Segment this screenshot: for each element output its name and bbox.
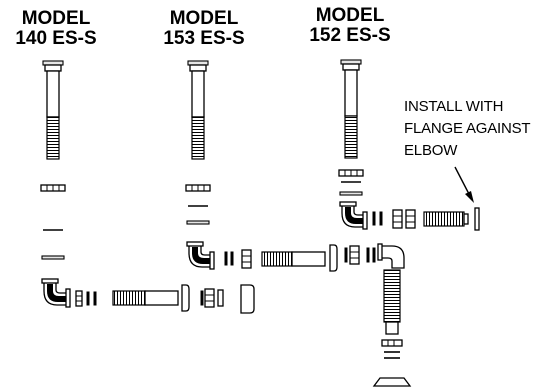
install-note-line-1: INSTALL WITH [404,98,504,115]
washer-153-b [186,220,210,225]
arm-152-end [463,213,469,225]
tailpiece-152 [340,59,362,159]
washer-140-c [86,291,90,306]
washer-152-c [372,211,376,226]
model-140-number: 140 ES-S [15,28,97,49]
arm-140 [144,290,179,306]
nut-153-a [241,249,252,269]
nut-152-b [405,209,416,229]
model-140-title: MODEL [21,8,91,29]
install-note-line-2: FLANGE AGAINST [404,120,531,137]
model-153-title: MODEL [169,8,239,29]
nut-152-c [349,245,360,265]
model-153-number: 153 ES-S [163,28,245,49]
elbow-153 [186,241,215,270]
nut-140-a [75,290,83,307]
model-152-label: MODEL 152 ES-S [302,6,398,46]
washer-140-d [93,291,97,306]
tailpiece-140 [42,60,64,160]
washer-152-f [366,247,370,263]
arm-140-threads [112,290,146,306]
end-cap-140 [240,284,255,314]
model-152-number: 152 ES-S [309,25,391,46]
drain-tube-152 [383,269,401,323]
washer-152-b [339,191,363,196]
elbow-140 [41,278,71,308]
washer-152-g [372,247,376,263]
nut-140-b [204,288,215,308]
nut-140-c [217,289,224,307]
flange-152 [474,207,480,231]
model-152-title: MODEL [315,5,385,26]
model-140-parts [40,60,255,314]
arm-153-threads [261,251,293,267]
tailpiece-153 [187,60,209,160]
washer-153-c [224,251,228,266]
elbow-152 [339,201,368,230]
tee-elbow-152 [377,243,405,269]
washer-152-e [344,247,348,263]
install-note: INSTALL WITH FLANGE AGAINST ELBOW [404,96,531,162]
washer-152-d [379,211,383,226]
washer-140-e [200,290,204,306]
install-note-line-3: ELBOW [404,142,458,159]
note-arrow [454,166,474,203]
drain-cap-152 [372,377,412,387]
nut-152-d [381,339,403,347]
drain-tube-end-152 [385,321,399,335]
washer-153-d [230,251,234,266]
model-153-label: MODEL 153 ES-S [156,9,252,49]
flange-140 [181,284,190,312]
arm-152-threads [423,211,465,227]
nut-152-a [392,209,403,229]
model-152-parts [338,59,480,387]
model-153-parts [185,60,338,272]
flange-153 [329,244,338,272]
model-140-label: MODEL 140 ES-S [8,9,104,49]
arm-153 [291,251,326,267]
washer-140-b [41,255,65,260]
